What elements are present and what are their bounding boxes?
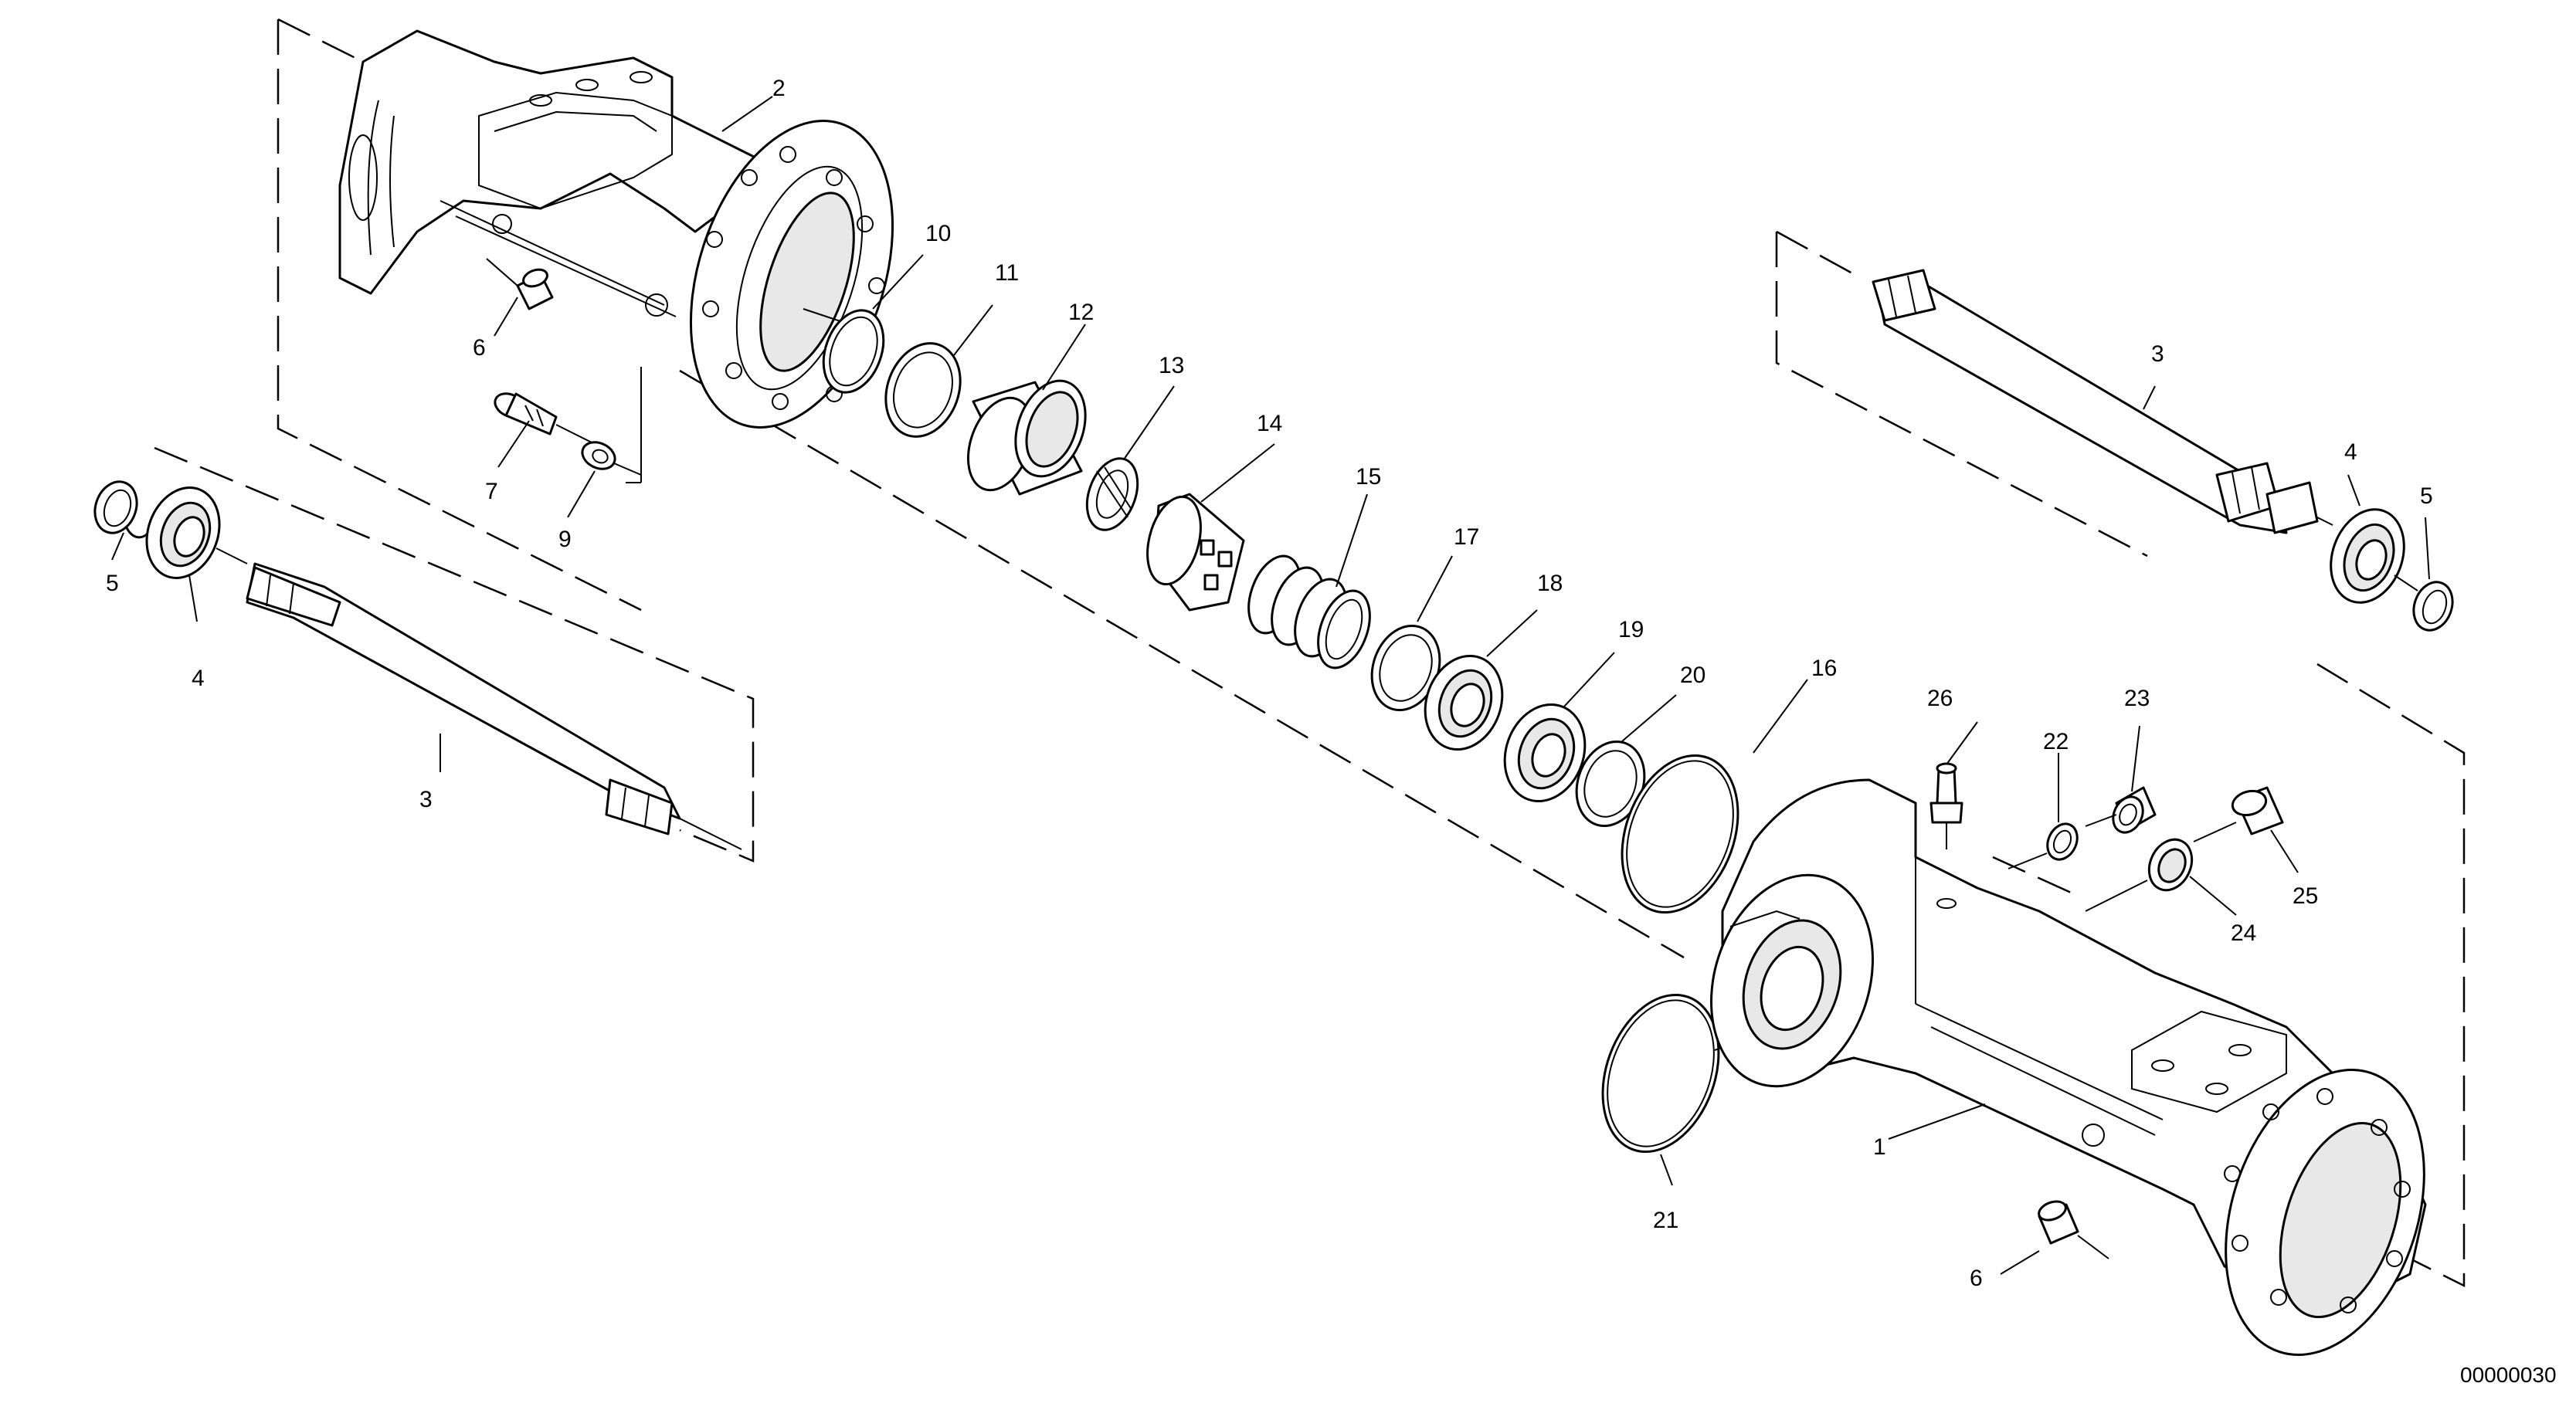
- callout-4-right: 4: [2344, 439, 2357, 465]
- plug-6-upper: [486, 258, 554, 310]
- callout-4-left: 4: [192, 666, 205, 691]
- grease-fitting-26: [1929, 762, 1963, 849]
- callout-16: 16: [1811, 656, 1837, 681]
- half-shaft-3-right: [1872, 269, 2333, 534]
- washer-9: [581, 441, 642, 476]
- callout-6-upper: 6: [473, 335, 486, 361]
- seal-24: [2085, 838, 2194, 912]
- axle-housing-right: [1710, 778, 2427, 1356]
- bearing-19: [1503, 703, 1587, 803]
- o-ring-21: [1601, 993, 1758, 1154]
- callout-10: 10: [925, 221, 951, 246]
- callout-21: 21: [1653, 1208, 1678, 1233]
- snap-ring-5-right: [2412, 581, 2454, 632]
- assembly-dash-lines: [154, 18, 2466, 1288]
- callout-25: 25: [2293, 883, 2318, 909]
- spring-15: [1247, 554, 1371, 669]
- bearing-4-left: [145, 486, 248, 579]
- document-number: 00000030: [2460, 1363, 2557, 1387]
- half-shaft-3-left: [246, 562, 742, 850]
- callout-2: 2: [772, 76, 786, 101]
- snap-ring-17: [1370, 624, 1441, 712]
- callout-26: 26: [1927, 686, 1953, 711]
- seal-ring-10: [822, 309, 885, 394]
- bearing-18: [1424, 654, 1504, 751]
- callout-23: 23: [2124, 686, 2150, 711]
- callout-5-left: 5: [106, 571, 119, 596]
- callout-15: 15: [1356, 464, 1381, 490]
- plug-6-lower: [2038, 1200, 2109, 1259]
- callout-12: 12: [1068, 300, 1094, 325]
- bushing-23: [2085, 786, 2157, 834]
- bearing-4-right: [2330, 508, 2418, 604]
- callout-5-right: 5: [2420, 483, 2433, 509]
- callout-7: 7: [485, 479, 498, 504]
- callout-20: 20: [1680, 663, 1705, 688]
- plug-25: [2193, 786, 2284, 842]
- callout-labels: 2 10 11 12 13 14 15 17 18 19 20 16 26 22…: [106, 76, 2433, 1291]
- leader-lines: [111, 96, 2430, 1275]
- o-ring-16: [1621, 754, 1739, 914]
- callout-1: 1: [1873, 1134, 1886, 1160]
- needle-bearing-13: [1085, 457, 1139, 531]
- bolt-7: [494, 392, 596, 445]
- callout-6-lower: 6: [1970, 1266, 1983, 1291]
- callout-14: 14: [1257, 411, 1282, 436]
- callout-9: 9: [558, 527, 572, 552]
- callout-18: 18: [1537, 571, 1563, 596]
- callout-13: 13: [1159, 353, 1184, 378]
- callout-17: 17: [1454, 524, 1479, 550]
- callout-11: 11: [995, 260, 1019, 286]
- sleeve-14: [1146, 493, 1245, 612]
- callout-22: 22: [2043, 729, 2069, 754]
- snap-ring-5-left: [93, 480, 156, 539]
- callout-3-right: 3: [2151, 341, 2164, 367]
- bushing-12: [966, 379, 1087, 496]
- callout-19: 19: [1618, 617, 1644, 642]
- snap-ring-11: [884, 342, 962, 438]
- callout-3-left: 3: [419, 787, 433, 812]
- snap-ring-22: [2008, 822, 2079, 869]
- callout-24: 24: [2231, 920, 2256, 946]
